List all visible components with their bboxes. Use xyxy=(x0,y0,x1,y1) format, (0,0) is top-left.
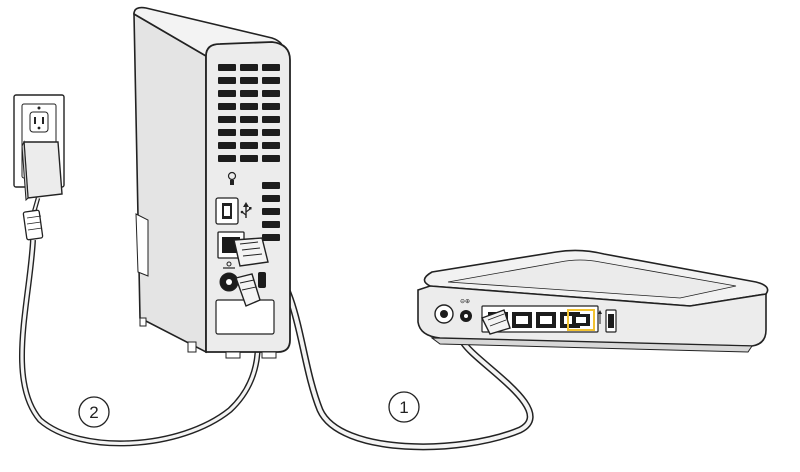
router-usb-port xyxy=(605,309,617,333)
router-ethernet-plug xyxy=(481,309,511,335)
reset-button xyxy=(258,272,266,288)
ferrite-bead xyxy=(22,209,44,241)
router-wan-port xyxy=(567,309,595,331)
drive-vent-grid xyxy=(218,64,280,241)
external-drive xyxy=(133,6,291,359)
callout-2: 2 xyxy=(78,396,110,428)
security-slot-icon xyxy=(227,171,237,185)
usb-icon xyxy=(240,202,252,218)
wall-outlet-icon xyxy=(29,111,49,133)
router: ⊖⊕ xyxy=(417,249,769,353)
usb-port xyxy=(215,197,239,225)
power-cable xyxy=(18,239,261,447)
power-jack-icon xyxy=(219,261,239,292)
callout-2-label: 2 xyxy=(89,403,98,422)
router-power-icon xyxy=(434,304,454,324)
drive-power-plug xyxy=(235,273,261,307)
router-power-jack-icon: ⊖⊕ xyxy=(460,299,472,322)
callout-1-label: 1 xyxy=(399,398,408,417)
router-usb-icon xyxy=(598,310,602,324)
power-adapter xyxy=(21,140,63,202)
drive-ethernet-plug xyxy=(233,237,269,267)
svg-text:⊖⊕: ⊖⊕ xyxy=(460,299,470,305)
callout-1: 1 xyxy=(388,391,420,423)
